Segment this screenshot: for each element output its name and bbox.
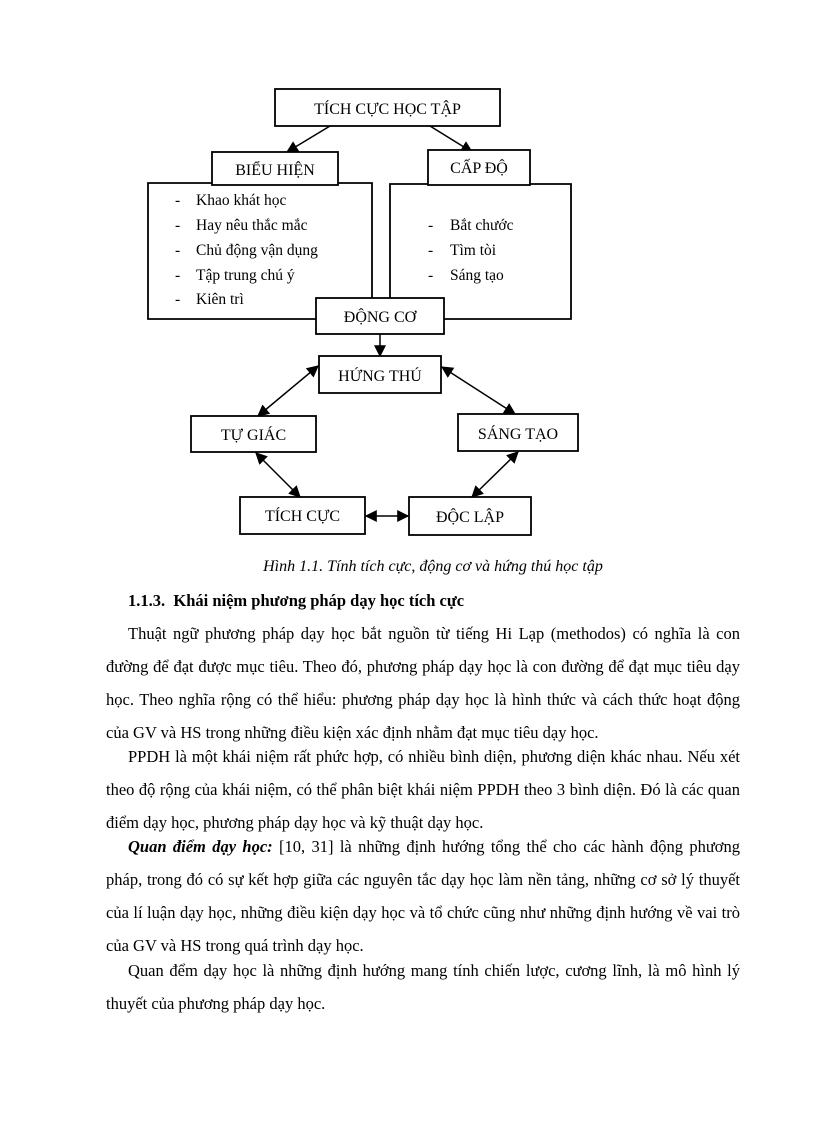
node-label: ĐỘNG CƠ [344,307,418,326]
paragraph-text: Thuật ngữ phương pháp dạy học bắt nguồn … [106,624,740,742]
arrow-top-to-bieu-hien [285,125,331,153]
bieu-hien-item: Tập trung chú ý [196,267,295,284]
paragraph: Quan đểm dạy học là những định hướng man… [106,954,740,1020]
arrow-hung-thu-sang-tao [440,366,517,415]
term-quan-diem-day-hoc: Quan điểm dạy học: [128,837,273,856]
bullet-dash: - [175,217,180,234]
bieu-hien-frame [147,182,316,320]
bieu-hien-item: Kiên trì [196,291,244,308]
paragraph-text: Quan đểm dạy học là những định hướng man… [106,961,740,1013]
node-label: BIỂU HIỆN [235,160,315,179]
figure-caption: Hình 1.1. Tính tích cực, động cơ và hứng… [263,558,603,575]
bullet-dash: - [175,242,180,259]
paragraph: Thuật ngữ phương pháp dạy học bắt nguồn … [106,617,740,749]
node-label: TÍCH CỰC HỌC TẬP [314,99,461,118]
node-label: CẤP ĐỘ [450,158,508,177]
bullet-dash: - [428,217,433,234]
node-dong-co: ĐỘNG CƠ [315,297,445,335]
node-label: TÍCH CỰC [265,506,340,525]
cap-do-item: Sáng tạo [450,267,504,284]
cap-do-frame [389,183,428,298]
section-number: 1.1.3. [128,591,166,610]
bieu-hien-list: - Khao khát học - Hay nêu thắc mắc - Chủ… [175,192,318,308]
paragraph-text: [10, 31] là những định hướng tổng thể ch… [106,837,740,955]
node-hung-thu: HỨNG THÚ [318,355,442,394]
node-bieu-hien: BIỂU HIỆN [211,151,339,186]
node-label: HỨNG THÚ [338,366,422,385]
concept-diagram: TÍCH CỰC HỌC TẬP BIỂU HIỆN CẤP ĐỘ - Khao… [147,88,579,536]
cap-do-item: Tìm tòi [450,242,497,259]
bullet-dash: - [428,267,433,284]
node-tich-cuc-hoc-tap: TÍCH CỰC HỌC TẬP [274,88,501,127]
node-label: TỰ GIÁC [221,425,286,444]
node-tich-cuc: TÍCH CỰC [239,496,366,535]
node-label: SÁNG TẠO [478,424,558,443]
bieu-hien-item: Khao khát học [196,192,287,209]
arrow-top-to-cap-do [429,125,474,153]
arrow-tu-giac-tich-cuc [255,452,301,498]
bullet-dash: - [175,291,180,308]
section-heading: 1.1.3. Khái niệm phương pháp dạy học tíc… [128,591,464,611]
bullet-dash: - [175,267,180,284]
arrow-hung-thu-tu-giac [257,365,319,417]
cap-do-frame-right [444,183,572,320]
node-sang-tao: SÁNG TẠO [457,413,579,452]
cap-do-list: - Bắt chước - Tìm tòi - Sáng tạo [428,217,514,284]
bullet-dash: - [428,242,433,259]
node-doc-lap: ĐỘC LẬP [408,496,532,536]
bieu-hien-item: Hay nêu thắc mắc [196,217,308,234]
bieu-hien-item: Chủ động vận dụng [196,242,318,259]
node-cap-do: CẤP ĐỘ [427,149,531,186]
node-label: ĐỘC LẬP [436,507,504,526]
bieu-hien-frame-right [338,182,373,298]
paragraph: Quan điểm dạy học: [10, 31] là những địn… [106,830,740,962]
arrow-sang-tao-doc-lap [471,451,519,498]
paragraph-text: PPDH là một khái niệm rất phức hợp, có n… [106,747,740,832]
paragraph: PPDH là một khái niệm rất phức hợp, có n… [106,740,740,839]
node-tu-giac: TỰ GIÁC [190,415,317,453]
bullet-dash: - [175,192,180,209]
section-title: Khái niệm phương pháp dạy học tích cực [173,591,465,610]
cap-do-item: Bắt chước [450,217,514,234]
